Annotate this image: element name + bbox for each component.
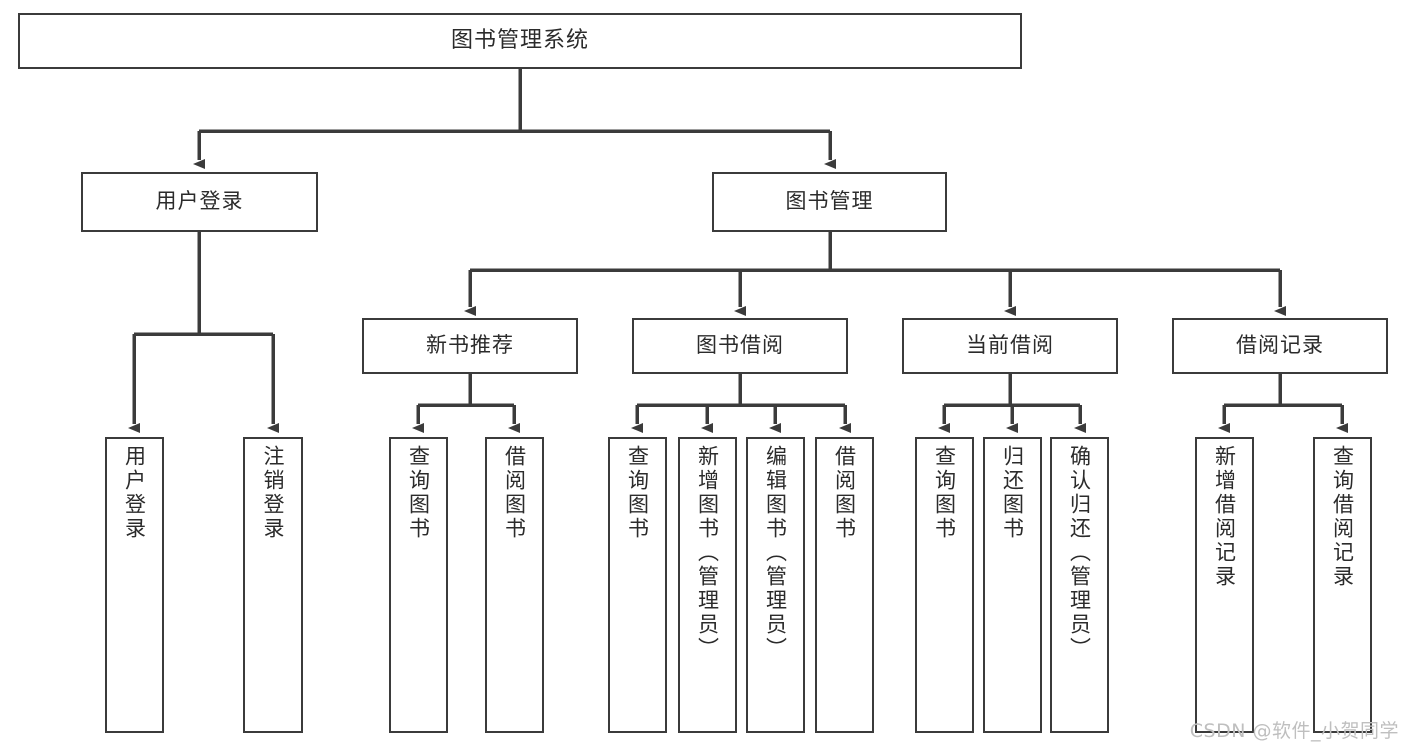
node-user-login[interactable]: 用户登录 — [81, 172, 318, 232]
node-leaf-edit-book-label: 编辑图书（管理员） — [763, 445, 788, 661]
node-book-borrow[interactable]: 图书借阅 — [632, 318, 848, 374]
node-borrow-record[interactable]: 借阅记录 — [1172, 318, 1388, 374]
node-leaf-query-book-2[interactable]: 查询图书 — [608, 437, 667, 733]
node-leaf-confirm-return-label: 确认归还（管理员） — [1067, 445, 1092, 661]
node-user-login-label: 用户登录 — [155, 189, 244, 214]
node-borrow-record-label: 借阅记录 — [1236, 333, 1324, 358]
node-leaf-borrow-book-2-label: 借阅图书 — [832, 445, 857, 541]
node-root-label: 图书管理系统 — [450, 27, 589, 53]
node-new-book-rec[interactable]: 新书推荐 — [362, 318, 578, 374]
node-leaf-add-book-label: 新增图书（管理员） — [695, 445, 720, 661]
node-leaf-confirm-return[interactable]: 确认归还（管理员） — [1050, 437, 1109, 733]
node-leaf-logout-login[interactable]: 注销登录 — [243, 437, 303, 733]
node-root[interactable]: 图书管理系统 — [18, 13, 1022, 69]
node-leaf-query-book-3-label: 查询图书 — [932, 445, 957, 541]
node-leaf-add-book[interactable]: 新增图书（管理员） — [678, 437, 737, 733]
node-leaf-user-login[interactable]: 用户登录 — [105, 437, 164, 733]
node-leaf-return-book[interactable]: 归还图书 — [983, 437, 1042, 733]
node-book-borrow-label: 图书借阅 — [696, 333, 784, 358]
node-book-manage[interactable]: 图书管理 — [712, 172, 947, 232]
csdn-watermark: CSDN @软件_小贺同学 — [1189, 720, 1399, 742]
node-leaf-query-book-1-label: 查询图书 — [406, 445, 431, 541]
node-leaf-query-book-1[interactable]: 查询图书 — [389, 437, 448, 733]
node-leaf-add-record[interactable]: 新增借阅记录 — [1195, 437, 1254, 733]
node-leaf-query-book-3[interactable]: 查询图书 — [915, 437, 974, 733]
node-book-manage-label: 图书管理 — [785, 189, 874, 214]
node-leaf-user-login-label: 用户登录 — [122, 445, 147, 541]
node-leaf-query-book-2-label: 查询图书 — [625, 445, 650, 541]
node-new-book-rec-label: 新书推荐 — [426, 333, 514, 358]
node-leaf-query-record-label: 查询借阅记录 — [1330, 445, 1355, 589]
node-leaf-add-record-label: 新增借阅记录 — [1212, 445, 1237, 589]
node-leaf-edit-book[interactable]: 编辑图书（管理员） — [746, 437, 805, 733]
node-leaf-return-book-label: 归还图书 — [1000, 445, 1025, 541]
node-current-borrow-label: 当前借阅 — [966, 333, 1054, 358]
node-leaf-borrow-book-1[interactable]: 借阅图书 — [485, 437, 544, 733]
node-leaf-borrow-book-2[interactable]: 借阅图书 — [815, 437, 874, 733]
node-current-borrow[interactable]: 当前借阅 — [902, 318, 1118, 374]
node-leaf-logout-login-label: 注销登录 — [261, 445, 286, 541]
node-leaf-borrow-book-1-label: 借阅图书 — [502, 445, 527, 541]
node-leaf-query-record[interactable]: 查询借阅记录 — [1313, 437, 1372, 733]
